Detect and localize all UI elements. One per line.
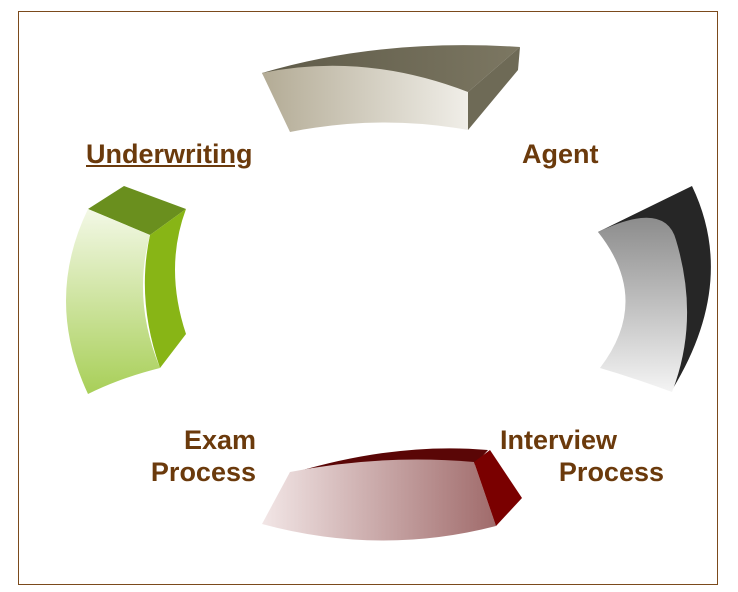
segment-interview-front-face (262, 459, 496, 541)
segment-interview (262, 448, 522, 541)
label-underwriting[interactable]: Underwriting (86, 139, 253, 169)
segment-underwriting (66, 186, 186, 394)
label-agent: Agent (522, 139, 599, 169)
segment-underwriting-top-face (88, 186, 186, 235)
segment-top-front-face (262, 65, 468, 132)
segment-underwriting-front-face (66, 209, 160, 394)
label-interview-line1: Interview (500, 425, 618, 455)
segment-top-side-face (468, 47, 520, 130)
segment-interview-side-face (474, 450, 522, 526)
label-interview-process: Interview Process (500, 424, 664, 488)
segment-agent (598, 186, 711, 392)
label-interview-line2: Process (558, 457, 664, 487)
segment-underwriting-side-face (144, 209, 186, 368)
segment-agent-front-face (598, 217, 688, 392)
label-exam-line2: Process (150, 457, 256, 487)
label-exam-process: Exam Process (120, 424, 256, 488)
label-exam-line1: Exam (183, 425, 256, 455)
segment-top (262, 45, 520, 132)
